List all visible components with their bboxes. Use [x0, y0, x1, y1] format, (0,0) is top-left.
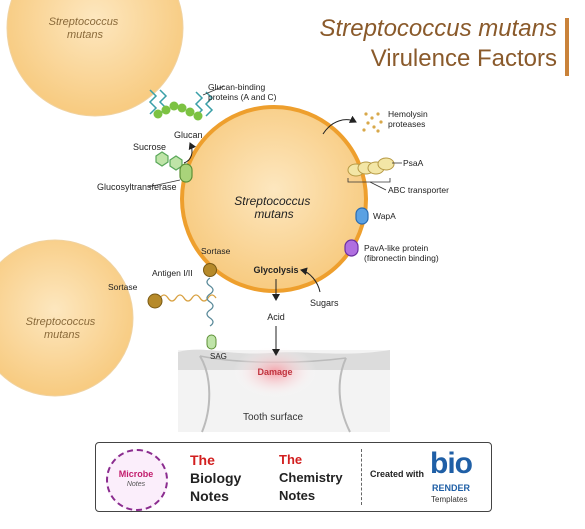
- chemistry-notes-word: Notes: [279, 488, 316, 503]
- abc-label: ABC transporter: [388, 185, 449, 195]
- chemistry-notes-line: Notes: [279, 487, 343, 505]
- sugars-arrow: [300, 267, 321, 293]
- sag-coil: [206, 277, 214, 327]
- sortase-top-icon: [203, 263, 217, 277]
- pava-icon: [344, 239, 359, 257]
- microbe-notes-logo[interactable]: [106, 449, 168, 511]
- title-accent-bar: [565, 18, 569, 76]
- biorender-logo[interactable]: bio: [430, 447, 473, 480]
- damage-label: Damage: [257, 367, 292, 377]
- footer-divider: [361, 449, 362, 505]
- hemolysin-label-line: proteases: [388, 119, 425, 129]
- abc-bracket: [347, 178, 391, 183]
- sortase-left-label: Sortase: [108, 282, 138, 292]
- title-line-1: Streptococcus mutans: [319, 15, 557, 42]
- bottom-left-cell-label-line: Streptococcus: [26, 316, 96, 328]
- biology-notes-line: The: [190, 451, 241, 469]
- sugars-label: Sugars: [310, 298, 339, 308]
- biology-notes-word: Biology: [190, 470, 242, 486]
- top-left-cell-label-line: mutans: [67, 29, 104, 41]
- microbe-notes-logo-text: Microbe: [118, 469, 154, 479]
- bottom-left-cell: [0, 239, 134, 397]
- biorender-render-text: RENDER: [432, 483, 471, 493]
- tooth-surface-label: Tooth surface: [243, 412, 303, 423]
- chemistry-notes-logo[interactable]: The Chemistry Notes: [279, 451, 343, 505]
- sucrose-icon: [155, 151, 183, 171]
- sag-icon: [206, 334, 217, 350]
- glucan-binding-label: Glucan-binding proteins (A and C): [208, 82, 277, 102]
- biology-notes-word: The: [190, 452, 215, 468]
- microbe-notes-logo-subtext: Notes: [126, 481, 146, 488]
- title-line-2: Virulence Factors: [370, 45, 557, 72]
- sucrose-label: Sucrose: [133, 142, 166, 152]
- top-left-cell-label: Streptococcus mutans: [49, 16, 122, 41]
- hemolysin-label: Hemolysin proteases: [388, 109, 430, 129]
- sucrose-to-glucan-arrow: [183, 142, 197, 164]
- glucan-binding-leader: [202, 85, 225, 96]
- glucan-chain-icon: [153, 101, 203, 121]
- top-left-cell: [6, 0, 184, 117]
- created-with-label: Created with: [370, 469, 425, 479]
- abc-transporter-icon: [347, 157, 395, 177]
- wapa-label: WapA: [373, 211, 396, 221]
- main-cell-label-line: Streptococcus: [234, 194, 310, 208]
- hemolysin-label-line: Hemolysin: [388, 109, 428, 119]
- glucosyltransferase-label: Glucosyltransferase: [97, 182, 177, 192]
- pava-label-line: PavA-like protein: [364, 243, 429, 253]
- biorender-templates-text: Templates: [431, 495, 468, 504]
- biology-notes-word: Notes: [190, 488, 229, 504]
- abc-leader: [369, 181, 387, 191]
- main-cell-label-line: mutans: [254, 207, 293, 221]
- biology-notes-logo[interactable]: The Biology Notes: [190, 451, 241, 505]
- hemolysin-dots-icon: [362, 112, 383, 133]
- acid-label: Acid: [267, 312, 285, 322]
- chemistry-notes-word: Chemistry: [279, 470, 343, 485]
- biology-notes-line: Biology: [190, 469, 241, 487]
- footer-credits: Microbe Notes The Biology Notes The Chem…: [95, 442, 492, 512]
- hemolysin-arrow: [322, 115, 357, 135]
- glucan-label: Glucan: [174, 130, 203, 140]
- psaa-label: PsaA: [403, 158, 424, 168]
- chemistry-notes-line: The: [279, 451, 343, 469]
- main-cell: [180, 105, 368, 293]
- main-cell-label: Streptococcus mutans: [234, 194, 313, 221]
- glycolysis-label: Glycolysis: [253, 265, 298, 275]
- antigen-label: Antigen I/II: [152, 268, 193, 278]
- tooth-illustration: [178, 346, 390, 433]
- bottom-left-cell-label-line: mutans: [44, 329, 81, 341]
- sag-label: SAG: [210, 352, 227, 361]
- pava-label-line: (fibronectin binding): [364, 253, 439, 263]
- pava-label: PavA-like protein (fibronectin binding): [364, 243, 439, 263]
- glucosyltransferase-icon: [179, 163, 193, 183]
- top-left-cell-label-line: Streptococcus: [49, 16, 119, 28]
- glucan-binding-label-line: Glucan-binding: [208, 82, 265, 92]
- sortase-left-icon: [147, 293, 163, 309]
- wapa-icon: [355, 207, 369, 225]
- biology-notes-line: Notes: [190, 487, 241, 505]
- glucan-binding-label-line: proteins (A and C): [208, 92, 277, 102]
- bottom-left-cell-label: Streptococcus mutans: [26, 316, 99, 341]
- title-block: Streptococcus mutans Virulence Factors: [320, 14, 557, 74]
- chemistry-notes-word: The: [279, 452, 303, 467]
- gtf-leader: [147, 179, 181, 188]
- sortase-top-label: Sortase: [201, 246, 231, 256]
- chemistry-notes-line: Chemistry: [279, 469, 343, 487]
